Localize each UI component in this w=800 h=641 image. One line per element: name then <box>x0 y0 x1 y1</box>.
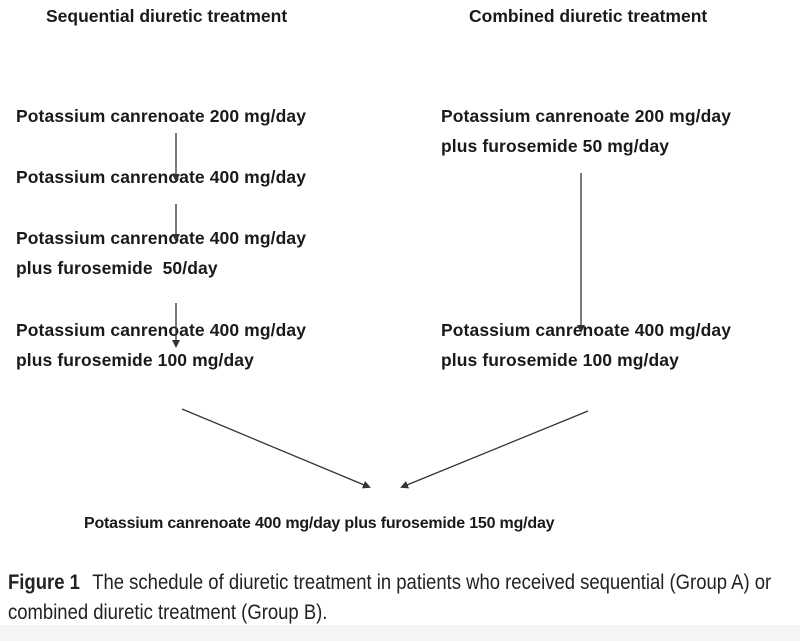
left-step-3-line2: plus furosemide 50/day <box>16 258 218 278</box>
right-step-1-line1: Potassium canrenoate 200 mg/day <box>441 106 732 126</box>
left-step-1: Potassium canrenoate 200 mg/day <box>16 101 306 131</box>
left-step-4-line2: plus furosemide 100 mg/day <box>16 350 254 370</box>
left-step-3: Potassium canrenoate 400 mg/day plus fur… <box>16 223 306 283</box>
right-step-2-line1: Potassium canrenoate 400 mg/day <box>441 320 732 340</box>
right-step-2-line2: plus furosemide 100 mg/day <box>441 350 679 370</box>
left-step-2-line1: Potassium canrenoate 400 mg/day <box>16 167 307 187</box>
figure-caption-text: The schedule of diuretic treatment in pa… <box>8 571 772 624</box>
left-step-3-line1: Potassium canrenoate 400 mg/day <box>16 228 307 248</box>
arrow-diagonal-right-icon <box>181 408 371 489</box>
right-step-2: Potassium canrenoate 400 mg/day plus fur… <box>441 315 731 375</box>
page-bottom-edge <box>0 625 800 641</box>
arrow-diagonal-left-icon <box>400 410 589 489</box>
left-step-2: Potassium canrenoate 400 mg/day <box>16 162 306 192</box>
left-step-1-line1: Potassium canrenoate 200 mg/day <box>16 106 307 126</box>
final-step: Potassium canrenoate 400 mg/day plus fur… <box>84 515 555 532</box>
right-step-1: Potassium canrenoate 200 mg/day plus fur… <box>441 101 731 161</box>
left-column-header: Sequential diuretic treatment <box>46 6 288 26</box>
right-step-1-line2: plus furosemide 50 mg/day <box>441 136 670 156</box>
left-step-4-line1: Potassium canrenoate 400 mg/day <box>16 320 307 340</box>
figure-label: Figure 1 <box>8 571 80 594</box>
right-column-header: Combined diuretic treatment <box>469 6 708 26</box>
left-step-4: Potassium canrenoate 400 mg/day plus fur… <box>16 315 306 375</box>
